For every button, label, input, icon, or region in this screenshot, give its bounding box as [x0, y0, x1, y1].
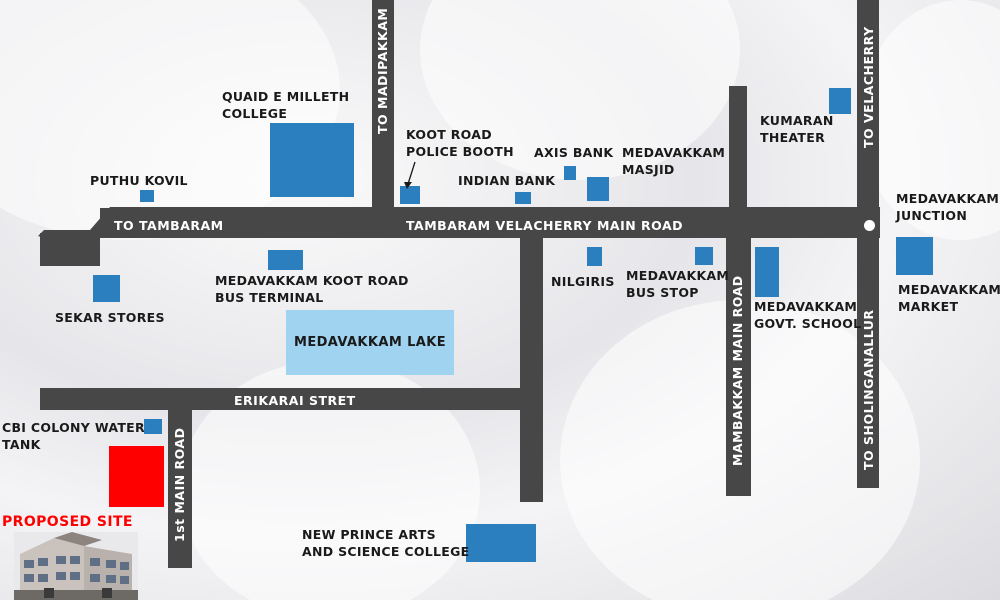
proposed-site-marker — [109, 446, 164, 507]
police-booth-pointer-icon — [404, 161, 416, 189]
kumaran-theater-label: KUMARAN THEATER — [760, 113, 834, 145]
to-sholinganallur-label: TO SHOLINGANALLUR — [861, 309, 876, 470]
tambaram-velacherry-main-road — [100, 208, 880, 238]
govt-school-marker — [755, 247, 779, 297]
quaid-e-milleth-label: QUAID E MILLETH COLLEGE — [222, 89, 350, 121]
police-booth-marker — [400, 186, 420, 204]
velacherry-sholinganallur-road — [857, 0, 879, 488]
new-prince-college-marker — [466, 524, 536, 562]
cbi-colony-marker — [144, 419, 162, 434]
indian-bank-marker — [515, 192, 531, 204]
nilgiris-label: NILGIRIS — [551, 274, 615, 289]
bus-terminal-label: MEDAVAKKAM KOOT ROAD BUS TERMINAL — [215, 273, 409, 305]
mambakkam-road-north — [729, 86, 747, 210]
quaid-e-milleth-marker — [270, 123, 354, 197]
cbi-colony-label: CBI COLONY WATER TANK — [2, 420, 145, 452]
masjid-label: MEDAVAKKAM MASJID — [622, 145, 726, 177]
police-booth-label: KOOT ROAD POLICE BOOTH — [406, 127, 514, 159]
masjid-marker — [587, 177, 609, 201]
to-tambaram-label: TO TAMBARAM — [114, 218, 224, 233]
puthu-kovil-marker — [140, 190, 154, 202]
puthu-kovil-label: PUTHU KOVIL — [90, 173, 188, 188]
sekar-stores-marker — [93, 275, 120, 302]
medavakkam-lake: MEDAVAKKAM LAKE — [286, 310, 454, 375]
first-main-road-label: 1st MAIN ROAD — [172, 427, 187, 542]
axis-bank-label: AXIS BANK — [534, 145, 614, 160]
junction-label: MEDAVAKKAM JUNCTION — [896, 191, 1000, 223]
nilgiris-marker — [587, 247, 602, 266]
connector-road — [520, 234, 543, 502]
main-road-west-end — [40, 233, 100, 266]
erikarai-street-label: ERIKARAI STRET — [234, 393, 356, 408]
to-velacherry-label: TO VELACHERRY — [861, 26, 876, 148]
mambakkam-main-road — [726, 234, 751, 496]
bus-stop-label: MEDAVAKKAM BUS STOP — [626, 268, 730, 300]
bus-terminal-marker — [268, 250, 303, 270]
govt-school-label: MEDAVAKKAM GOVT. SCHOOL — [754, 299, 862, 331]
medavakkam-market-marker — [896, 237, 933, 275]
kumaran-theater-marker — [829, 88, 851, 114]
to-madipakkam-label: TO MADIPAKKAM — [375, 7, 390, 134]
first-main-road — [168, 408, 192, 568]
proposed-site-label: PROPOSED SITE — [2, 514, 133, 530]
junction-dot — [864, 220, 875, 231]
main-road-label: TAMBARAM VELACHERRY MAIN ROAD — [406, 218, 683, 233]
bus-stop-marker — [695, 247, 713, 265]
axis-bank-marker — [564, 166, 576, 180]
madipakkam-road — [372, 0, 394, 212]
indian-bank-label: INDIAN BANK — [458, 173, 556, 188]
building-illustration-icon — [14, 532, 138, 600]
mambakkam-main-road-label: MAMBAKKAM MAIN ROAD — [730, 275, 745, 466]
sekar-stores-label: SEKAR STORES — [55, 310, 165, 325]
new-prince-college-label: NEW PRINCE ARTS AND SCIENCE COLLEGE — [302, 527, 470, 559]
erikarai-street — [40, 388, 543, 410]
market-label: MEDAVAKKAM MARKET — [898, 282, 1000, 314]
